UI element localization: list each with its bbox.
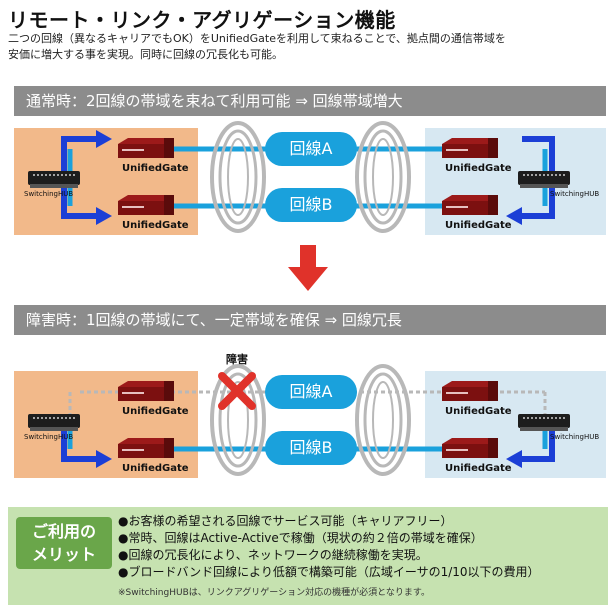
- left-unified-gate-b: [118, 195, 174, 215]
- line-b-pill: 回線B: [265, 188, 357, 222]
- tunnel-ring-left: [210, 121, 266, 233]
- left-switching-hub: [28, 414, 80, 431]
- left-arrowhead-bottom: [96, 207, 112, 225]
- line-b-pill: 回線B: [265, 431, 357, 465]
- benefit-item: ●常時、回線はActive-Activeで稼働（現状の約２倍の帯域を確保）: [118, 531, 483, 545]
- right-gate-a-label: UnifiedGate: [445, 406, 512, 417]
- line-a-pill: 回線A: [265, 132, 357, 166]
- left-arrow-bottom: [61, 182, 96, 219]
- fault-cross-icon: [218, 372, 256, 410]
- benefits-badge-line-2: メリット: [31, 545, 96, 564]
- left-unified-gate-b: [118, 438, 174, 458]
- right-gate-b-label: UnifiedGate: [445, 463, 512, 474]
- line-a-pill: 回線A: [265, 375, 357, 409]
- left-arrowhead-top: [96, 130, 112, 148]
- left-unified-gate-a: [118, 138, 174, 158]
- description-line-1: 二つの回線（異なるキャリアでもOK）をUnifiedGateを利用して束ねること…: [8, 32, 506, 45]
- left-arrow-bottom: [61, 425, 96, 462]
- footnote: ※SwitchingHUBは、リンクアグリゲーション対応の機種が必須となります。: [118, 588, 430, 598]
- benefits-panel: ご利用の メリット ●お客様の希望される回線でサービス可能（キャリアフリー） ●…: [8, 507, 608, 605]
- left-gate-b-label: UnifiedGate: [122, 463, 189, 474]
- left-arrowhead-bottom: [96, 450, 112, 468]
- failure-heading: 障害時：1回線の帯域にて、一定帯域を確保 ⇒ 回線冗長: [14, 305, 606, 335]
- fault-label: 障害: [226, 353, 248, 366]
- left-gate-a-label: UnifiedGate: [122, 406, 189, 417]
- left-arrow-top: [61, 136, 96, 176]
- left-hub-label: SwitchingHUB: [24, 433, 74, 441]
- benefits-list: ●お客様の希望される回線でサービス可能（キャリアフリー） ●常時、回線はActi…: [118, 513, 540, 581]
- right-unified-gate-a: [442, 138, 498, 158]
- normal-heading: 通常時：2回線の帯域を束ねて利用可能 ⇒ 回線帯域増大: [14, 86, 606, 116]
- right-unified-gate-a: [442, 381, 498, 401]
- right-gate-a-label: UnifiedGate: [445, 163, 512, 174]
- failure-diagram: 回線A 回線B UnifiedGate UnifiedGate UnifiedG…: [0, 363, 615, 483]
- right-gate-b-label: UnifiedGate: [445, 220, 512, 231]
- right-hub-label: SwitchingHUB: [550, 433, 600, 441]
- description: 二つの回線（異なるキャリアでもOK）をUnifiedGateを利用して束ねること…: [8, 31, 608, 63]
- benefit-item: ●お客様の希望される回線でサービス可能（キャリアフリー）: [118, 514, 453, 528]
- left-unified-gate-a: [118, 381, 174, 401]
- right-arrow-top: [522, 136, 555, 176]
- transition-arrow: [288, 245, 328, 291]
- right-switching-hub: [518, 171, 570, 188]
- page-title: リモート・リンク・アグリゲーション機能: [8, 8, 396, 32]
- right-arrowhead-bottom: [506, 450, 522, 468]
- benefit-item: ●ブロードバンド回線により低額で構築可能（広域イーサの1/10以下の費用）: [118, 565, 540, 579]
- left-gate-a-label: UnifiedGate: [122, 163, 189, 174]
- left-gate-b-label: UnifiedGate: [122, 220, 189, 231]
- right-arrow-bottom: [522, 182, 555, 219]
- tunnel-ring-right: [355, 364, 411, 476]
- right-unified-gate-b: [442, 438, 498, 458]
- right-unified-gate-b: [442, 195, 498, 215]
- benefits-badge-line-1: ご利用の: [31, 522, 96, 541]
- right-arrowhead-bottom: [506, 207, 522, 225]
- benefit-item: ●回線の冗長化により、ネットワークの継続稼働を実現。: [118, 548, 428, 562]
- failure-diagram-graphic: [14, 364, 606, 478]
- right-hub-label: SwitchingHUB: [550, 190, 600, 198]
- benefits-badge: ご利用の メリット: [16, 517, 112, 569]
- right-switching-hub: [518, 414, 570, 431]
- description-line-2: 安価に増大する事を実現。同時に回線の冗長化も可能。: [8, 48, 283, 61]
- normal-diagram-graphic: [14, 121, 606, 235]
- left-switching-hub: [28, 171, 80, 188]
- normal-diagram: 回線A 回線B UnifiedGate UnifiedGate UnifiedG…: [0, 120, 615, 240]
- right-arrow-bottom: [522, 425, 555, 462]
- tunnel-ring-left: [210, 364, 266, 476]
- left-hub-label: SwitchingHUB: [24, 190, 74, 198]
- tunnel-ring-right: [355, 121, 411, 233]
